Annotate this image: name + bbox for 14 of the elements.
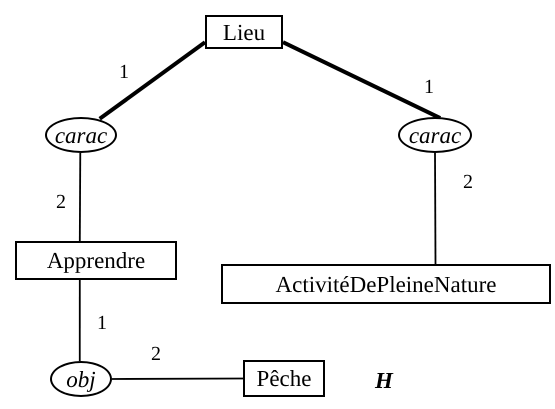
relation-ellipse: obj — [50, 361, 112, 397]
connector-line — [98, 40, 206, 120]
concept-box: Apprendre — [15, 241, 177, 280]
relation-ellipse: carac — [45, 117, 117, 153]
connector-line — [78, 153, 82, 241]
concept-box: ActivitéDePleineNature — [221, 264, 551, 304]
connector-line — [434, 153, 436, 264]
connector-line — [78, 280, 81, 361]
graph-label: H — [375, 369, 393, 392]
concept-box: Pêche — [243, 360, 325, 397]
relation-ellipse: carac — [398, 117, 472, 153]
connector-line — [112, 378, 243, 380]
concept-box: Lieu — [205, 15, 283, 49]
connector-line — [282, 40, 442, 120]
